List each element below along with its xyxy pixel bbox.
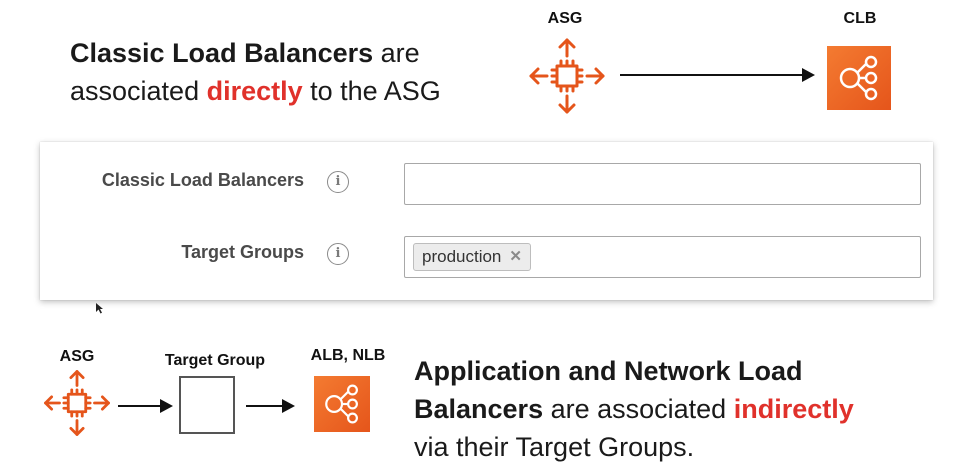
caption-alb-line1: Application and Network Load (414, 356, 803, 386)
caption-clb-rest: are (373, 38, 420, 68)
target-group-tag-label: production (422, 247, 502, 266)
top-clb-icon (827, 46, 891, 110)
remove-tag-icon[interactable]: ✕ (509, 248, 522, 265)
bottom-asg-label: ASG (59, 348, 95, 365)
caption-assoc-post: to the ASG (302, 76, 441, 106)
caption-assoc-pre: associated (70, 76, 207, 106)
load-balancer-icon (325, 384, 358, 424)
classic-lb-label: Classic Load Balancers (101, 170, 304, 190)
caption-via-target-groups: via their Target Groups. (414, 432, 695, 462)
target-groups-input[interactable]: production ✕ (404, 236, 921, 278)
bottom-arrow-2-head (282, 399, 295, 413)
top-caption: Classic Load Balancers are associated di… (70, 34, 520, 110)
classic-lb-input[interactable] (404, 163, 921, 205)
bottom-caption: Application and Network Load Balancers a… (414, 352, 944, 466)
load-balancer-icon (839, 55, 878, 101)
target-group-tag: production ✕ (413, 243, 531, 271)
top-asg-icon (529, 38, 605, 114)
bottom-arrow-1-head (160, 399, 173, 413)
alb-nlb-icon (314, 376, 370, 432)
caption-balancers: Balancers (414, 394, 544, 424)
top-arrow-head (802, 68, 815, 82)
top-clb-label: CLB (843, 10, 877, 27)
caption-clb-bold: Classic Load Balancers (70, 38, 374, 68)
target-group-box (179, 376, 235, 434)
classic-lb-info-icon[interactable]: i (327, 171, 349, 193)
load-balancing-form-panel: Classic Load Balancers i Target Groups i… (40, 142, 933, 300)
bottom-asg-icon (44, 370, 110, 436)
caption-directly: directly (206, 76, 303, 106)
target-group-label: Target Group (164, 352, 266, 369)
caption-are-associated: are associated (543, 394, 734, 424)
alb-nlb-label: ALB, NLB (310, 347, 386, 364)
target-groups-label: Target Groups (181, 242, 304, 262)
caption-indirectly: indirectly (733, 394, 854, 424)
bottom-arrow-1-line (118, 405, 164, 407)
top-asg-label: ASG (547, 10, 583, 27)
bottom-arrow-2-line (246, 405, 286, 407)
top-arrow-line (620, 74, 804, 76)
target-groups-info-icon[interactable]: i (327, 243, 349, 265)
mouse-cursor-icon (96, 303, 103, 314)
